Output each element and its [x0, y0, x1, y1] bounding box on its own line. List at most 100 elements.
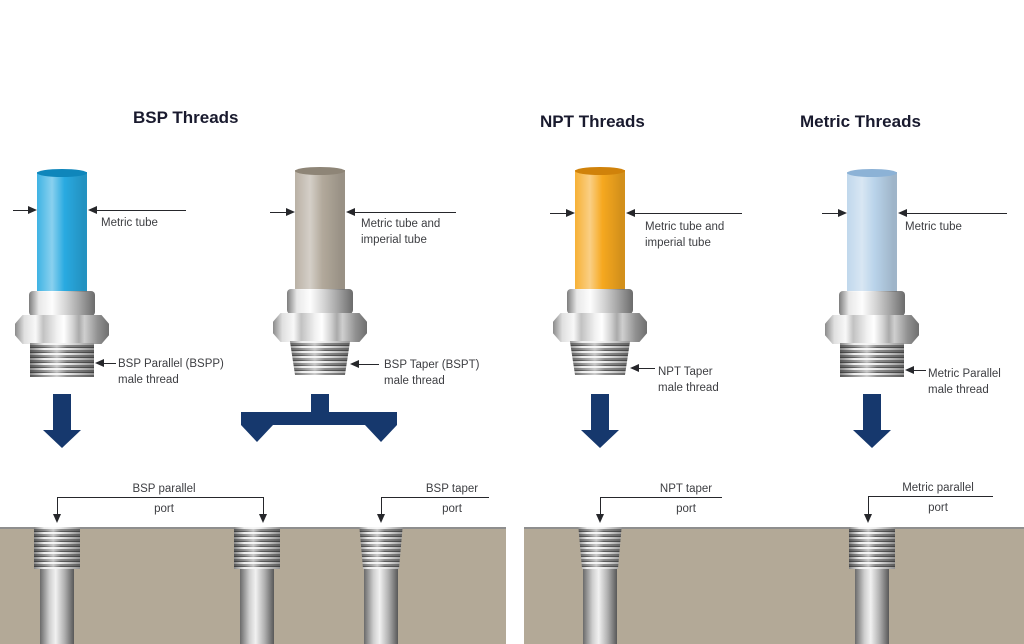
leader-line	[381, 497, 489, 498]
fitting-body	[567, 289, 633, 314]
arrowhead-left-icon	[88, 206, 97, 214]
tube-rim	[847, 169, 897, 177]
port-label-npt-taper: NPT taper	[659, 483, 713, 495]
fitting-body	[29, 291, 95, 316]
port-label-metric-parallel: Metric parallel	[902, 482, 974, 494]
fitting-body	[287, 289, 353, 314]
branched-arrow-stem	[311, 394, 329, 412]
leader-line	[868, 496, 993, 497]
tube-blue	[37, 169, 87, 292]
hex-nut	[553, 313, 647, 342]
dimension-line	[270, 212, 286, 213]
arrowhead-right-icon	[566, 209, 575, 217]
arrowhead-left-icon	[626, 209, 635, 217]
fitting-body	[839, 291, 905, 316]
tube-label-line2: imperial tube	[361, 234, 427, 246]
dimension-line	[13, 210, 28, 211]
leader-line	[600, 497, 601, 514]
port-label-word: port	[676, 503, 696, 515]
dimension-line	[97, 210, 186, 211]
hex-nut	[15, 315, 109, 344]
port-pipe	[240, 569, 274, 644]
tube-label-line1: Metric tube	[905, 221, 962, 233]
tube-label-metric: Metric tube	[905, 219, 962, 235]
section-title-metric: Metric Threads	[800, 112, 921, 131]
port-thread	[359, 527, 403, 569]
thread-label-line1: BSP Taper (BSPT)	[384, 359, 480, 371]
leader-line	[639, 368, 655, 369]
hex-nut	[273, 313, 367, 342]
leader-line	[263, 497, 264, 514]
port-npt-taper	[577, 527, 623, 644]
port-label-bsp-parallel: BSP parallel	[132, 483, 196, 495]
down-arrow-stem	[863, 394, 881, 430]
arrowhead-right-icon	[286, 208, 295, 216]
arrowhead-down-icon	[864, 514, 872, 523]
tube-label-line1: Metric tube	[101, 217, 158, 229]
thread-label-line1: BSP Parallel (BSPP)	[118, 358, 224, 370]
dimension-line	[822, 213, 838, 214]
thread-label-bspt: BSP Taper (BSPT) male thread	[384, 357, 479, 389]
thread-label-line1: Metric Parallel	[928, 368, 1001, 380]
port-label-word: port	[154, 503, 174, 515]
port-thread	[578, 527, 622, 569]
tube-label-npt: Metric tube and imperial tube	[645, 219, 724, 251]
arrowhead-left-icon	[346, 208, 355, 216]
male-thread-taper	[569, 341, 631, 375]
port-pipe	[364, 569, 398, 644]
port-bsp-parallel-1	[34, 527, 80, 644]
tube-orange	[575, 167, 625, 290]
port-thread	[234, 527, 280, 569]
male-thread-taper	[289, 341, 351, 375]
fitting-metric	[825, 169, 919, 377]
fitting-bspp	[15, 169, 109, 377]
thread-label-line2: male thread	[118, 374, 179, 386]
tube-label-bspp: Metric tube	[101, 215, 158, 231]
thread-label-npt: NPT Taper male thread	[658, 364, 719, 396]
dimension-line	[355, 212, 456, 213]
dimension-line	[550, 213, 566, 214]
thread-label-line2: male thread	[928, 384, 989, 396]
thread-label-metric: Metric Parallel male thread	[928, 366, 1001, 398]
tube-label-line1: Metric tube and	[645, 221, 725, 233]
port-bsp-taper	[358, 527, 404, 644]
down-arrow-icon	[241, 425, 273, 442]
leader-line	[868, 496, 869, 514]
leader-line	[57, 497, 58, 514]
tube-rim	[295, 167, 345, 175]
port-bsp-parallel-2	[234, 527, 280, 644]
port-label-bsp-taper: BSP taper	[425, 483, 479, 495]
arrowhead-down-icon	[377, 514, 385, 523]
arrowhead-left-icon	[630, 364, 639, 372]
section-title-bsp: BSP Threads	[133, 108, 239, 127]
leader-line	[359, 364, 379, 365]
port-pipe	[40, 569, 74, 644]
port-thread	[34, 527, 80, 569]
hex-nut	[825, 315, 919, 344]
leader-line	[381, 497, 382, 514]
port-label-word: port	[928, 502, 948, 514]
down-arrow-icon	[43, 430, 81, 448]
tube-rim	[575, 167, 625, 175]
leader-line	[104, 363, 116, 364]
arrowhead-left-icon	[350, 360, 359, 368]
tube-rim	[37, 169, 87, 177]
down-arrow-stem	[53, 394, 71, 430]
arrowhead-left-icon	[898, 209, 907, 217]
thread-label-line2: male thread	[658, 382, 719, 394]
arrowhead-down-icon	[596, 514, 604, 523]
tube-label-bspt: Metric tube and imperial tube	[361, 216, 440, 248]
down-arrow-icon	[853, 430, 891, 448]
male-thread-parallel	[30, 343, 94, 377]
port-thread	[849, 527, 895, 569]
tube-tan	[295, 167, 345, 290]
tube-label-line2: imperial tube	[645, 237, 711, 249]
port-pipe	[855, 569, 889, 644]
arrowhead-left-icon	[95, 359, 104, 367]
down-arrow-stem	[591, 394, 609, 430]
dimension-line	[907, 213, 1007, 214]
tube-lightblue	[847, 169, 897, 292]
thread-label-bspp: BSP Parallel (BSPP) male thread	[118, 356, 224, 388]
arrowhead-down-icon	[53, 514, 61, 523]
